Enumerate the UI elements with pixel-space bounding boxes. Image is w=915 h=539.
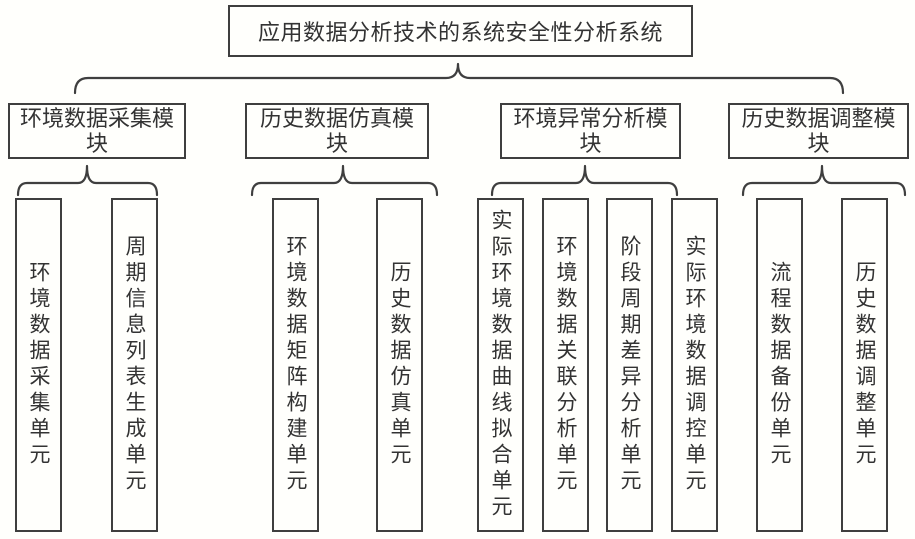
unit-box-period-info-list-generation: 周期信息列表生成单元 [111,198,158,532]
module-box-environment-anomaly-analysis: 环境异常分析模块 [500,103,681,159]
unit-label: 历史数据仿真单元 [388,261,411,469]
module-box-historical-data-simulation: 历史数据仿真模块 [245,103,429,159]
unit-box-actual-environment-data-regulation: 实际环境数据调控单元 [671,198,718,532]
module-2-brace [250,164,439,197]
unit-box-actual-environment-data-curve-fitting: 实际环境数据曲线拟合单元 [477,198,524,532]
module-label: 历史数据调整模块 [741,105,896,156]
system-title-box: 应用数据分析技术的系统安全性分析系统 [228,5,693,57]
unit-box-historical-data-simulation: 历史数据仿真单元 [376,198,423,532]
module-label: 环境异常分析模块 [513,105,668,156]
unit-label: 历史数据调整单元 [853,261,876,469]
unit-box-historical-data-adjustment: 历史数据调整单元 [841,198,888,532]
unit-box-process-data-backup: 流程数据备份单元 [756,198,803,532]
unit-label: 环境数据关联分析单元 [554,235,577,495]
module-box-historical-data-adjustment: 历史数据调整模块 [728,103,909,159]
module-3-brace [490,164,679,197]
unit-label: 环境数据采集单元 [27,261,50,469]
system-title: 应用数据分析技术的系统安全性分析系统 [257,20,663,45]
module-box-environment-data-collection: 环境数据采集模块 [8,103,186,159]
unit-box-environment-data-matrix-construction: 环境数据矩阵构建单元 [272,198,319,532]
module-4-brace [741,164,907,197]
root-brace [73,62,845,95]
unit-box-stage-period-difference-analysis: 阶段周期差异分析单元 [606,198,653,532]
unit-label: 周期信息列表生成单元 [123,235,146,495]
unit-label: 环境数据矩阵构建单元 [284,235,307,495]
unit-label: 阶段周期差异分析单元 [618,235,641,495]
unit-label: 实际环境数据曲线拟合单元 [489,209,512,521]
module-label: 环境数据采集模块 [19,105,174,156]
unit-box-environment-data-correlation-analysis: 环境数据关联分析单元 [542,198,589,532]
unit-label: 实际环境数据调控单元 [683,235,706,495]
module-1-brace [16,164,159,197]
unit-box-environment-data-collection: 环境数据采集单元 [15,198,62,532]
module-label: 历史数据仿真模块 [259,105,414,156]
unit-label: 流程数据备份单元 [768,261,791,469]
